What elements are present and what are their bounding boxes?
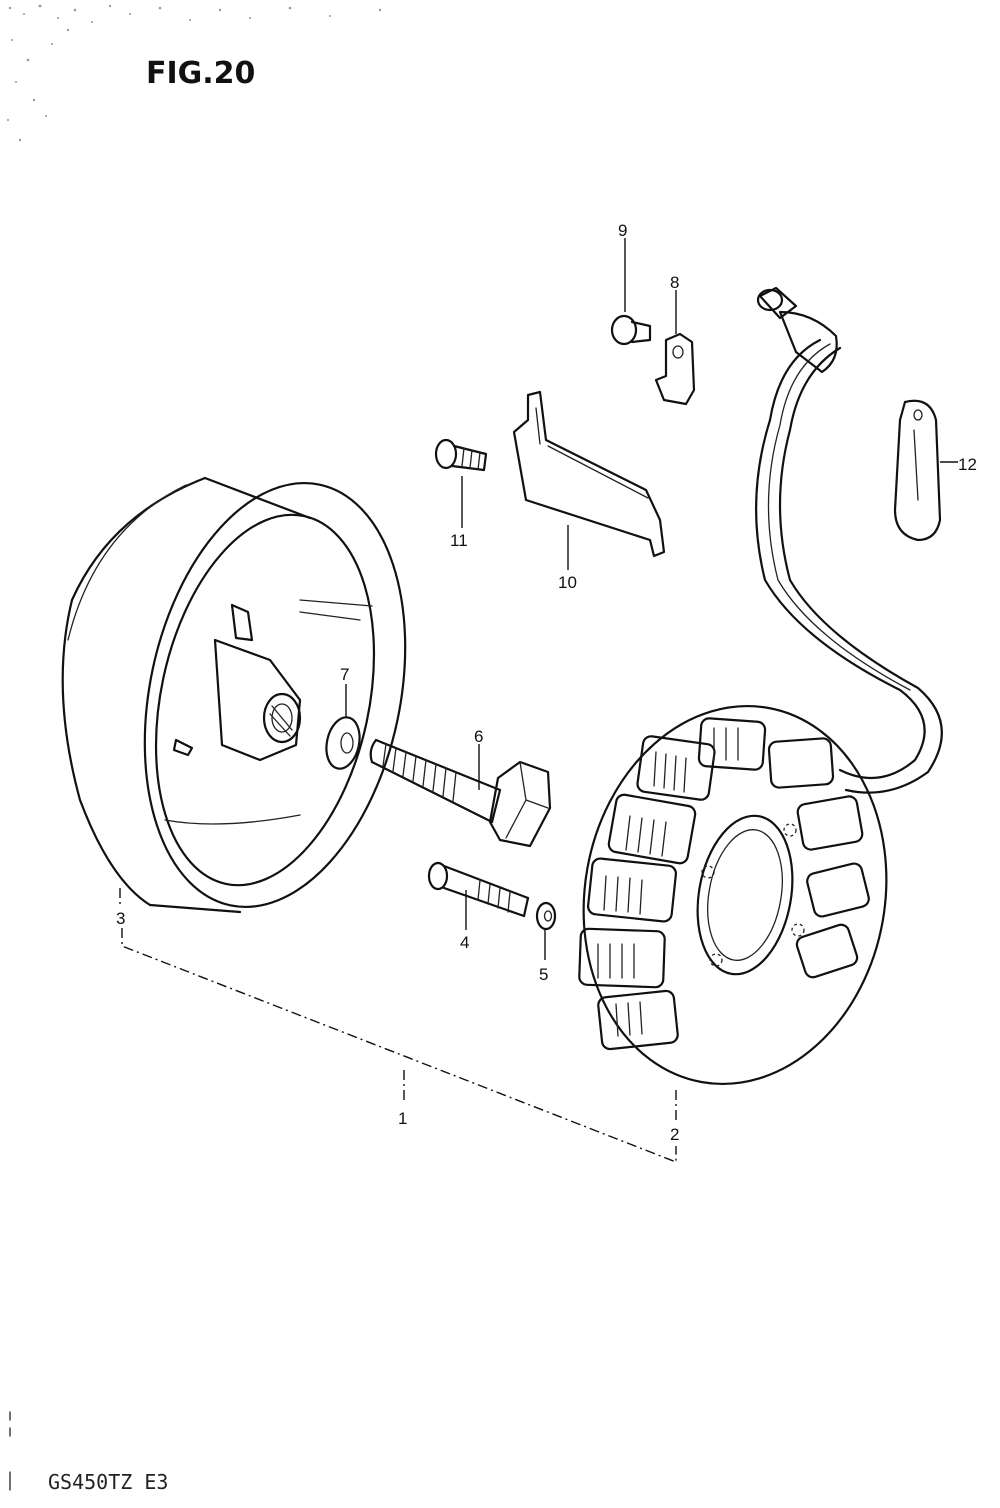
- lock-washer: [535, 901, 557, 931]
- callout-1: 1: [398, 1109, 407, 1128]
- plain-washer: [325, 716, 361, 770]
- rotor-bolt: [369, 738, 552, 848]
- callout-8: 8: [670, 273, 679, 292]
- callout-6: 6: [474, 727, 483, 746]
- leader-lines: [119, 238, 958, 1164]
- figure-title: FIG.20: [146, 56, 256, 91]
- harness-connector: [756, 286, 838, 374]
- rotor-flywheel: [61, 476, 407, 914]
- lead-wire-clamp: [654, 332, 696, 406]
- model-code: GS450TZ E3: [48, 1470, 169, 1494]
- scan-noise: [7, 4, 382, 142]
- callout-11: 11: [450, 531, 468, 550]
- callout-12: 12: [958, 455, 977, 474]
- guide-screw: [434, 438, 488, 472]
- stator-coil: [578, 704, 888, 1086]
- clamp-screw: [610, 314, 652, 346]
- callout-2: 2: [670, 1125, 679, 1144]
- callout-5: 5: [539, 965, 548, 984]
- lead-wire-harness: [755, 286, 943, 794]
- rotor-hub: [164, 599, 373, 825]
- stator-screw: [427, 861, 530, 918]
- callout-10: 10: [558, 573, 577, 592]
- harness-clamp: [893, 399, 942, 542]
- callout-4: 4: [460, 933, 469, 952]
- callout-3: 3: [116, 909, 125, 928]
- callout-9: 9: [618, 221, 627, 240]
- callout-labels: 9 8 11 10 12 7 6 4 5 3 1 2: [116, 221, 977, 1144]
- wire-guide: [512, 390, 666, 558]
- callout-7: 7: [340, 665, 349, 684]
